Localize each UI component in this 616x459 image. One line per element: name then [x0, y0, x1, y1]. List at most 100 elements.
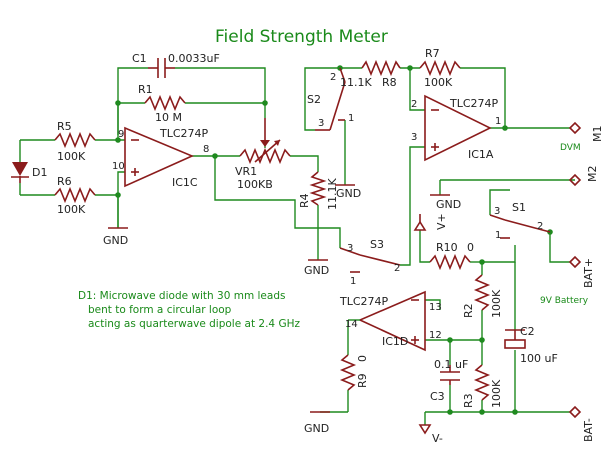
- vplus-symbol: V+: [413, 213, 448, 231]
- ic1d-pin-out: 14: [345, 319, 358, 330]
- r8-ref: R8: [382, 76, 397, 89]
- ground-symbol-1: GND: [103, 227, 128, 247]
- gnd-label-3: GND: [304, 264, 329, 277]
- terminal-m2: M2: [568, 166, 599, 187]
- bat-neg-ref: BAT-: [582, 418, 595, 442]
- vr1-value: 100KB: [237, 178, 273, 191]
- r2-value: 100K: [490, 289, 503, 318]
- s1-pin-2: 2: [537, 221, 543, 232]
- s2-pin-2: 2: [330, 72, 336, 83]
- r3-ref: R3: [462, 393, 475, 408]
- r6-value: 100K: [57, 203, 86, 216]
- s3-pin-2: 2: [394, 263, 400, 274]
- r9-ref: R9: [356, 373, 369, 388]
- gnd-label-2: GND: [336, 187, 361, 200]
- r6-ref: R6: [57, 175, 72, 188]
- ic1c-pin-noninv: 10: [112, 161, 125, 172]
- diagram-title: Field Strength Meter: [215, 27, 388, 47]
- ground-symbol-3: GND: [304, 259, 329, 277]
- ic1a-pin-inv: 2: [411, 99, 417, 110]
- junctions: [115, 65, 553, 415]
- capacitor-c3: C3 0.1 uF: [430, 358, 468, 403]
- s1-pin-3: 3: [494, 206, 500, 217]
- m2-ref: M2: [586, 166, 599, 183]
- resistor-r10: R10 0: [429, 241, 474, 271]
- diode-d1: D1: [11, 162, 47, 183]
- resistor-r6: R6 100K: [54, 175, 96, 216]
- capacitor-c1: C1 0.0033uF: [132, 52, 220, 78]
- switch-s3: S3 3 2 1: [339, 238, 400, 287]
- vminus-symbol: V-: [418, 424, 443, 445]
- switch-s2: S2 2 3 1: [307, 67, 354, 131]
- battery-desc: 9V Battery: [540, 296, 589, 306]
- r5-ref: R5: [57, 120, 72, 133]
- ground-symbol-2: GND: [335, 184, 361, 200]
- m1-desc: DVM: [560, 143, 581, 153]
- opamp-ic1a: TLC274P IC1A 2 3 1: [411, 94, 501, 162]
- c3-value: 0.1 uF: [434, 358, 468, 371]
- c3-ref: C3: [430, 390, 445, 403]
- ic1a-pin-out: 1: [495, 116, 501, 127]
- resistor-r3: R3 100K: [462, 364, 503, 408]
- vplus-label: V+: [435, 213, 448, 230]
- potentiometer-vr1: VR1 100KB: [235, 118, 291, 191]
- r3-value: 100K: [490, 379, 503, 408]
- r10-ref: R10: [436, 241, 458, 254]
- ic1d-ref: IC1D: [382, 335, 408, 348]
- resistor-r2: R2 100K: [462, 274, 503, 318]
- vminus-label: V-: [432, 432, 443, 445]
- note-line-3: acting as quarterwave dipole at 2.4 GHz: [88, 318, 300, 330]
- ic1c-pin-out: 8: [203, 144, 209, 155]
- c1-value: 0.0033uF: [168, 52, 220, 65]
- s1-ref: S1: [512, 201, 526, 214]
- ic1a-pin-noninv: 3: [411, 132, 417, 143]
- terminal-bat-neg: BAT-: [568, 405, 595, 442]
- resistor-r1: R1 10 M: [138, 83, 186, 124]
- ic1d-part: TLC274P: [339, 295, 389, 308]
- r5-value: 100K: [57, 150, 86, 163]
- s3-pin-3: 3: [347, 243, 353, 254]
- opamp-ic1c: TLC274P IC1C 9 10 8: [112, 126, 209, 189]
- r1-ref: R1: [138, 83, 153, 96]
- r9-value: 0: [356, 355, 369, 362]
- resistor-r8: 11.1K R8: [340, 59, 401, 89]
- c1-ref: C1: [132, 52, 147, 65]
- gnd-label-4: GND: [436, 198, 461, 211]
- resistor-r5: R5 100K: [54, 120, 96, 163]
- ic1a-ref: IC1A: [468, 148, 494, 161]
- bat-pos-ref: BAT+: [582, 258, 595, 288]
- r4-ref: R4: [298, 193, 311, 208]
- vr1-ref: VR1: [235, 165, 257, 178]
- s2-pin-1: 1: [348, 113, 354, 124]
- r2-ref: R2: [462, 303, 475, 318]
- ic1d-pin-noninv: 12: [429, 330, 442, 341]
- ic1c-ref: IC1C: [172, 176, 198, 189]
- terminal-bat-pos: BAT+ 9V Battery: [540, 255, 595, 306]
- r10-value: 0: [467, 241, 474, 254]
- c2-ref: C2: [520, 325, 535, 338]
- opamp-ic1d: TLC274P IC1D 13 14 12: [339, 290, 442, 352]
- s1-pin-1: 1: [495, 230, 501, 241]
- switch-s1: S1 3 2 1: [489, 201, 551, 241]
- r7-value: 100K: [424, 76, 453, 89]
- resistor-r9: R9 0: [339, 354, 369, 391]
- r1-value: 10 M: [155, 111, 182, 124]
- ic1c-part: TLC274P: [159, 127, 209, 140]
- wires: [19, 67, 575, 425]
- gnd-label-1: GND: [103, 234, 128, 247]
- terminal-m1: M1 DVM: [560, 121, 604, 153]
- r8-value: 11.1K: [340, 76, 372, 89]
- ground-symbol-4: GND: [430, 194, 461, 211]
- resistor-r7: R7 100K: [419, 47, 461, 89]
- capacitor-c2: C2 100 uF: [504, 325, 558, 365]
- note-line-2: bent to form a circular loop: [88, 304, 232, 316]
- ground-symbol-5: GND: [304, 411, 348, 435]
- r7-ref: R7: [425, 47, 440, 60]
- ic1c-pin-inv: 9: [118, 129, 124, 140]
- s2-pin-3: 3: [318, 118, 324, 129]
- c2-value: 100 uF: [520, 352, 558, 365]
- resistor-r4: R4 11.1K: [298, 171, 339, 210]
- gnd-label-5: GND: [304, 422, 329, 435]
- d1-ref: D1: [32, 166, 47, 179]
